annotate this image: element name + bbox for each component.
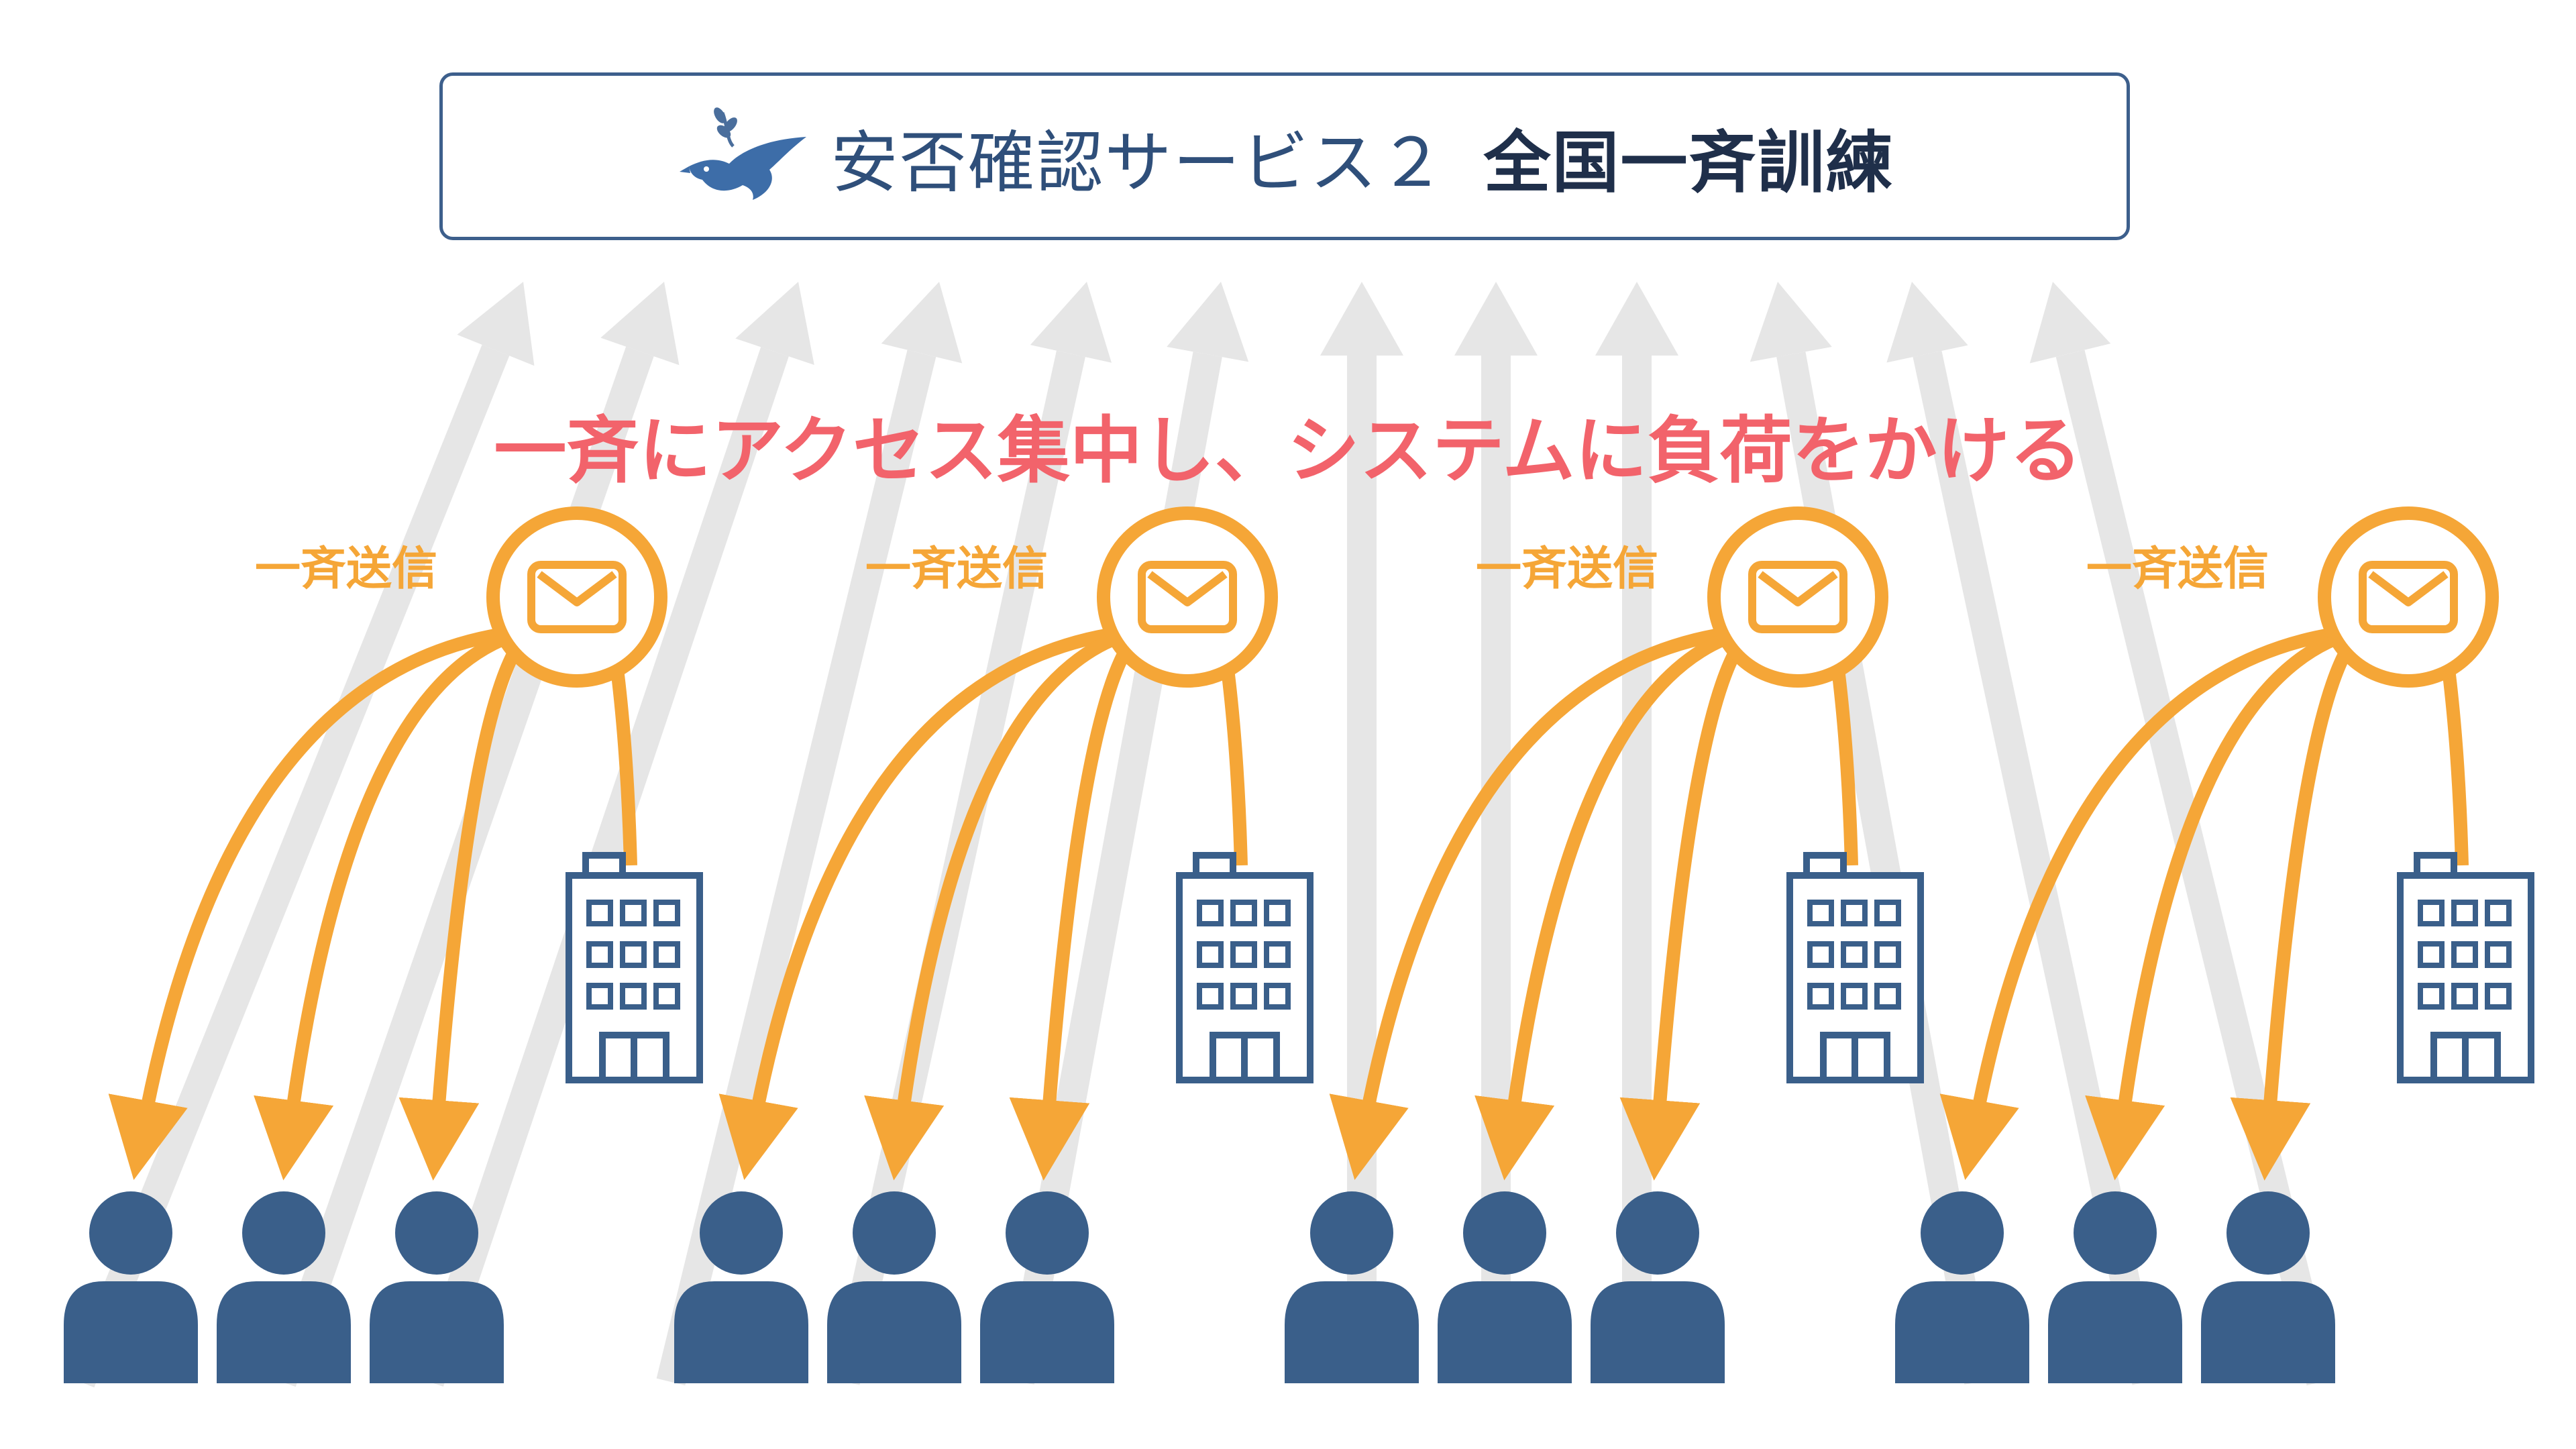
send-label: 一斉送信 bbox=[1476, 543, 1659, 596]
distribution-group bbox=[674, 506, 1313, 1383]
send-arrow bbox=[2230, 625, 2366, 1181]
distribution-group bbox=[1285, 506, 1924, 1383]
person-icon bbox=[370, 1191, 504, 1383]
service-name: 安否確認サービス２ bbox=[830, 123, 1447, 202]
distribution-groups bbox=[64, 506, 2534, 1383]
office-building-icon bbox=[2397, 852, 2534, 1083]
dove-with-olive-branch-icon bbox=[679, 107, 806, 200]
person-icon bbox=[1591, 1191, 1725, 1383]
envelope-icon bbox=[2359, 561, 2458, 633]
person-icon bbox=[2201, 1191, 2335, 1383]
person-icon bbox=[674, 1191, 808, 1383]
send-arrow bbox=[1619, 625, 1756, 1181]
person-icon bbox=[2048, 1191, 2182, 1383]
headline: 一斉にアクセス集中し、システムに負荷をかける bbox=[494, 409, 2082, 493]
title-subtitle: 全国一斉訓練 bbox=[1483, 123, 1894, 202]
person-icon bbox=[827, 1191, 961, 1383]
send-arrow bbox=[864, 624, 1142, 1181]
send-arrow bbox=[1329, 624, 1752, 1181]
title-banner: 安否確認サービス２ 全国一斉訓練 bbox=[439, 72, 2130, 240]
person-icon bbox=[64, 1191, 198, 1383]
office-building-icon bbox=[1176, 852, 1313, 1083]
send-arrow bbox=[1009, 625, 1145, 1181]
person-icon bbox=[980, 1191, 1114, 1383]
send-label: 一斉送信 bbox=[255, 543, 438, 596]
person-icon bbox=[1285, 1191, 1419, 1383]
send-arrow bbox=[1939, 624, 2362, 1181]
send-arrow bbox=[718, 624, 1141, 1181]
person-icon bbox=[217, 1191, 351, 1383]
send-arrow bbox=[254, 624, 532, 1181]
distribution-group bbox=[1895, 506, 2534, 1383]
envelope-icon bbox=[527, 561, 627, 633]
send-arrow bbox=[1474, 624, 1753, 1181]
send-arrow bbox=[2085, 624, 2363, 1181]
person-icon bbox=[1895, 1191, 2029, 1383]
send-arrow bbox=[108, 624, 531, 1181]
office-building-icon bbox=[566, 852, 703, 1083]
send-label: 一斉送信 bbox=[2086, 543, 2269, 596]
envelope-icon bbox=[1138, 561, 1237, 633]
distribution-group bbox=[64, 506, 703, 1383]
envelope-icon bbox=[1748, 561, 1847, 633]
send-label: 一斉送信 bbox=[865, 543, 1049, 596]
person-icon bbox=[1438, 1191, 1572, 1383]
office-building-icon bbox=[1786, 852, 1924, 1083]
